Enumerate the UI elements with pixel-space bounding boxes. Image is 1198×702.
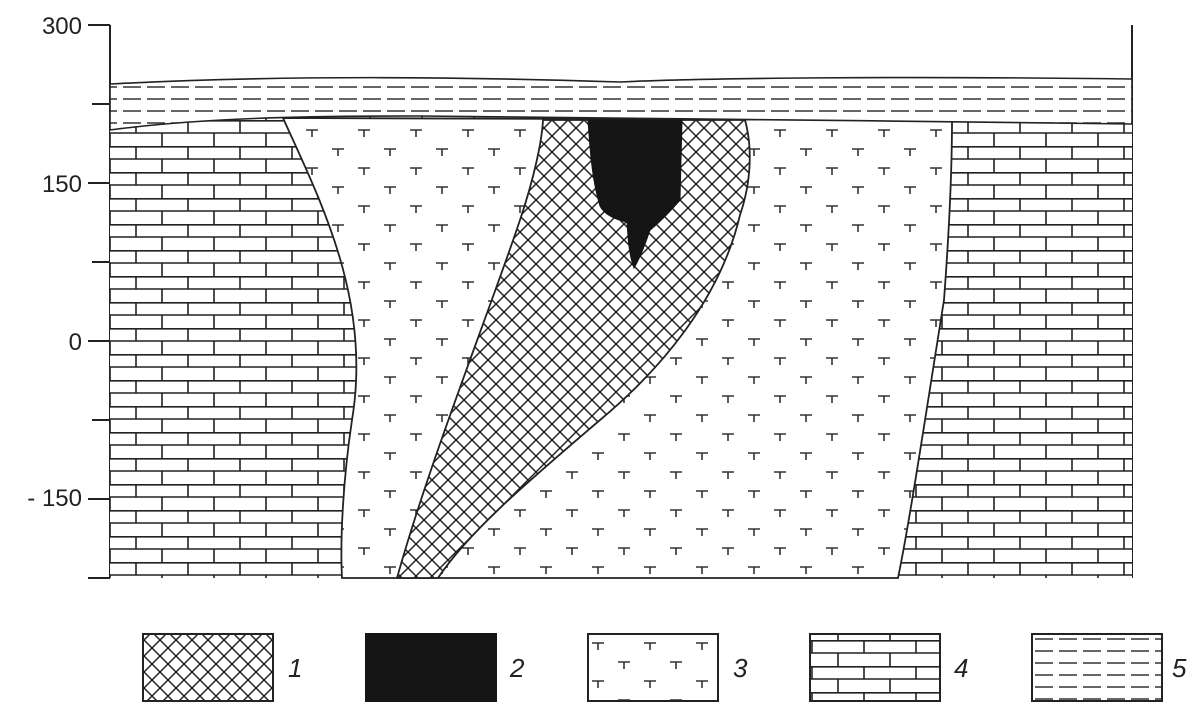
legend-label-3: 3 xyxy=(733,653,748,683)
legend-box-2 xyxy=(366,634,496,701)
depth-axis: 300 150 0 - 150 xyxy=(27,13,110,578)
legend-box-5 xyxy=(1032,634,1162,701)
legend: 1 2 3 4 5 xyxy=(143,634,1187,701)
axis-tick-marks xyxy=(88,25,110,578)
legend-label-5: 5 xyxy=(1172,653,1187,683)
legend-label-1: 1 xyxy=(288,653,302,683)
tick-label-300: 300 xyxy=(42,13,82,40)
legend-label-2: 2 xyxy=(509,653,525,683)
legend-label-4: 4 xyxy=(954,653,968,683)
tick-label-0: 0 xyxy=(69,329,82,356)
legend-box-3 xyxy=(588,634,718,701)
tick-label-minus-150: - 150 xyxy=(27,485,82,512)
legend-box-1 xyxy=(143,634,273,701)
legend-box-4 xyxy=(810,634,940,701)
tick-label-150: 150 xyxy=(42,171,82,198)
